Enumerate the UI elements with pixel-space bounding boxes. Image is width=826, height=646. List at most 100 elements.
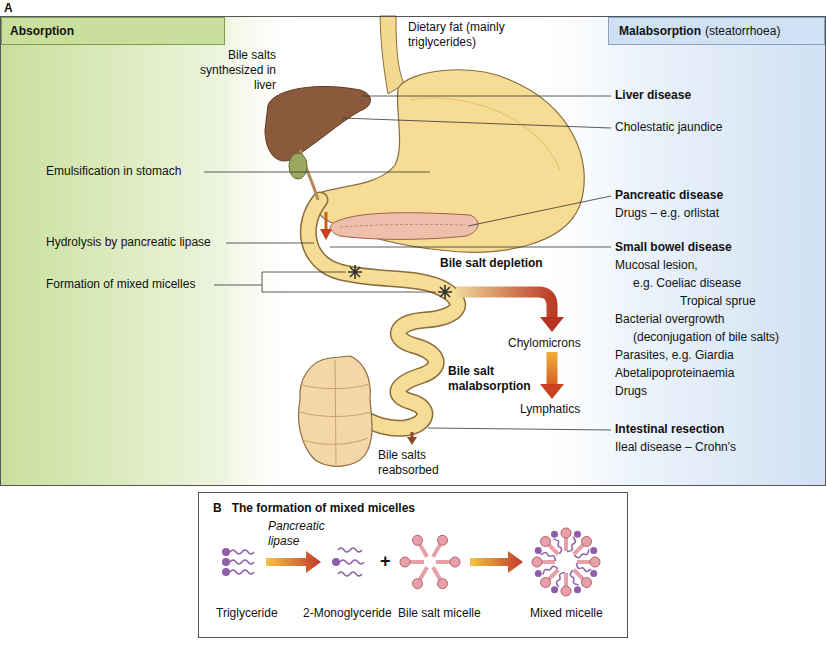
panel-title: The formation of mixed micelles (232, 501, 415, 516)
process-label: Bile salts reabsorbed (378, 448, 448, 478)
lipase-arrow (325, 212, 328, 230)
reaction-arrow (266, 551, 321, 573)
molecule-label: Triglyceride (216, 606, 278, 621)
fatty-acid-tail (576, 563, 591, 571)
process-label: Formation of mixed micelles (46, 277, 195, 292)
bile-salt-rod (577, 560, 590, 564)
disease-item: Cholestatic jaundice (615, 120, 722, 135)
bile-salt-rod (574, 570, 583, 579)
colon-haustra (300, 360, 371, 464)
colon (299, 356, 372, 466)
chylomicron-arrowhead (540, 317, 564, 332)
leader-line (204, 172, 430, 173)
fatty-acid-tail (230, 550, 254, 554)
polar-head (222, 568, 230, 576)
bile-salt-head (438, 579, 448, 589)
callout: Bile salt depletion (440, 256, 543, 271)
callout: Bile salt malabsorption (448, 364, 540, 394)
pancreatic-duct (340, 224, 466, 227)
polar-head (590, 547, 597, 554)
molecule-label: Mixed micelle (530, 606, 603, 621)
disease-item: (deconjugation of bile salts) (633, 330, 779, 345)
micelle-star (438, 285, 452, 299)
bile-salt-rod (420, 567, 427, 579)
lipase-arrowhead (320, 229, 332, 240)
fatty-acid-tail (230, 570, 254, 574)
pancreas (330, 213, 478, 240)
free-fatty-acid (338, 548, 362, 552)
bile-salt-rod (433, 545, 440, 557)
bile-salt-head (590, 557, 600, 567)
bile-salt-rod (542, 560, 555, 564)
disease-item: Drugs – e.g. orlistat (615, 206, 719, 221)
disease-heading: Small bowel disease (615, 240, 732, 255)
bile-salt-head (582, 536, 592, 546)
note: Bile salts synthesized in liver (196, 48, 276, 93)
bile-salt-rod (564, 538, 568, 551)
liver (265, 86, 371, 160)
bile-salt-head (413, 535, 423, 545)
molecule-label: Bile salt micelle (398, 606, 481, 621)
absorption-ground (0, 16, 300, 486)
gallbladder (289, 153, 307, 179)
note: Dietary fat (mainly triglycerides) (408, 20, 538, 50)
process-label: Hydrolysis by pancreatic lipase (46, 235, 211, 250)
fatty-acid-tail (340, 560, 364, 564)
polar-head (551, 531, 558, 538)
fatty-acid-tail (541, 553, 556, 561)
disease-item: Abetalipoproteinaemia (615, 366, 734, 381)
molecule-label: 2-Monoglyceride (303, 606, 392, 621)
free-fatty-acid (338, 572, 362, 576)
bile-salt-rod (549, 545, 558, 554)
polar-head (551, 586, 558, 593)
fatty-acid-tail (543, 566, 558, 574)
bile-salt-head (561, 528, 571, 538)
bile-salt-head (400, 557, 410, 567)
fatty-acid-tail (557, 572, 565, 587)
leader-lines (204, 96, 611, 430)
micelle-star (348, 265, 362, 279)
bile-salt-head (582, 578, 592, 588)
bile-salt-rod (574, 545, 583, 554)
bile-salt-rod (564, 573, 568, 586)
panel-letter: B (213, 501, 222, 516)
disease-item: Tropical sprue (680, 294, 756, 309)
fatty-acid-tail (567, 537, 575, 552)
product-label: Chylomicrons (508, 336, 581, 351)
fatty-acid-tail (570, 570, 578, 585)
leader-line (362, 96, 611, 97)
band-heading: Malabsorption (619, 24, 701, 39)
fatty-acid-tail (230, 560, 254, 564)
disease-item: Bacterial overgrowth (615, 312, 724, 327)
polar-head (590, 570, 597, 577)
leader-line (428, 428, 611, 430)
chylomicron-arrow (456, 292, 552, 318)
malabsorption-ground (520, 16, 826, 486)
oesophagus (380, 16, 404, 94)
header-band: Absorption (1, 17, 225, 45)
leader-line (342, 118, 611, 128)
enzyme-label: Pancreatic lipase (268, 519, 330, 549)
disease-item: Parasites, e.g. Giardia (615, 348, 734, 363)
leader-bracket (214, 272, 436, 292)
bile-salt-head (438, 535, 448, 545)
disease-heading: Intestinal resection (615, 422, 724, 437)
disease-item: Mucosal lesion, (615, 258, 698, 273)
header-band: Malabsorption (steatorrhoea) (608, 17, 825, 45)
polar-head (332, 558, 340, 566)
fatty-acid-tail (553, 539, 561, 554)
leader-line (330, 247, 611, 248)
bile-salt-rod (420, 545, 427, 557)
bile-salt-head (540, 578, 550, 588)
disease-item: e.g. Coeliac disease (633, 276, 741, 291)
band-subheading: (steatorrhoea) (705, 24, 780, 39)
plus-sign: + (380, 550, 391, 573)
polar-head (222, 558, 230, 566)
bile-salt-head (540, 536, 550, 546)
bile-salt-rod (436, 560, 450, 564)
leader-line (226, 243, 314, 244)
lymphatic-arrow (547, 352, 558, 385)
product-label: Lymphatics (520, 402, 580, 417)
panel-letter: A (4, 1, 13, 16)
polar-head (222, 548, 230, 556)
